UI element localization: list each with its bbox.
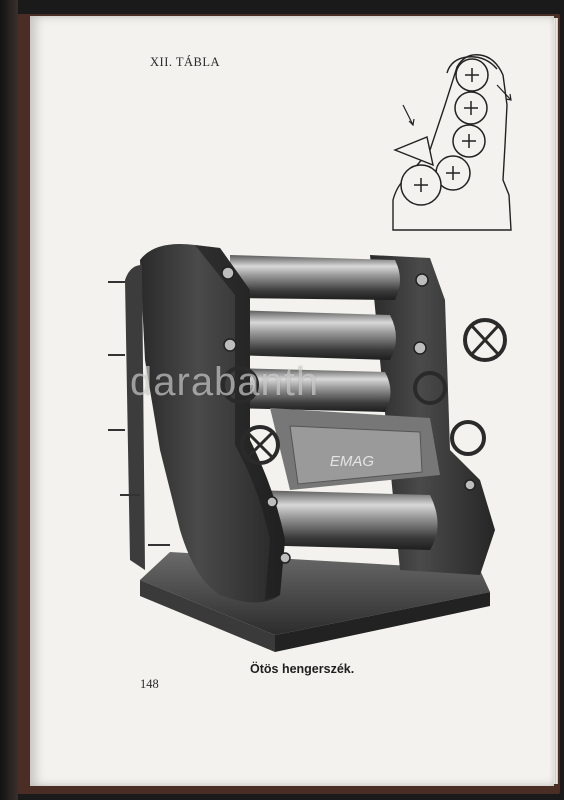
page-edge xyxy=(552,18,558,784)
brand-plate: EMAG xyxy=(330,453,375,470)
roller-mill-illustration: EMAG xyxy=(108,244,507,652)
figure-caption: Ötös hengerszék. xyxy=(250,662,355,676)
book-binding xyxy=(0,0,18,800)
page-number: 148 xyxy=(140,677,159,691)
plate-label: XII. TÁBLA xyxy=(150,55,221,69)
roller-schematic-diagram xyxy=(392,54,512,231)
